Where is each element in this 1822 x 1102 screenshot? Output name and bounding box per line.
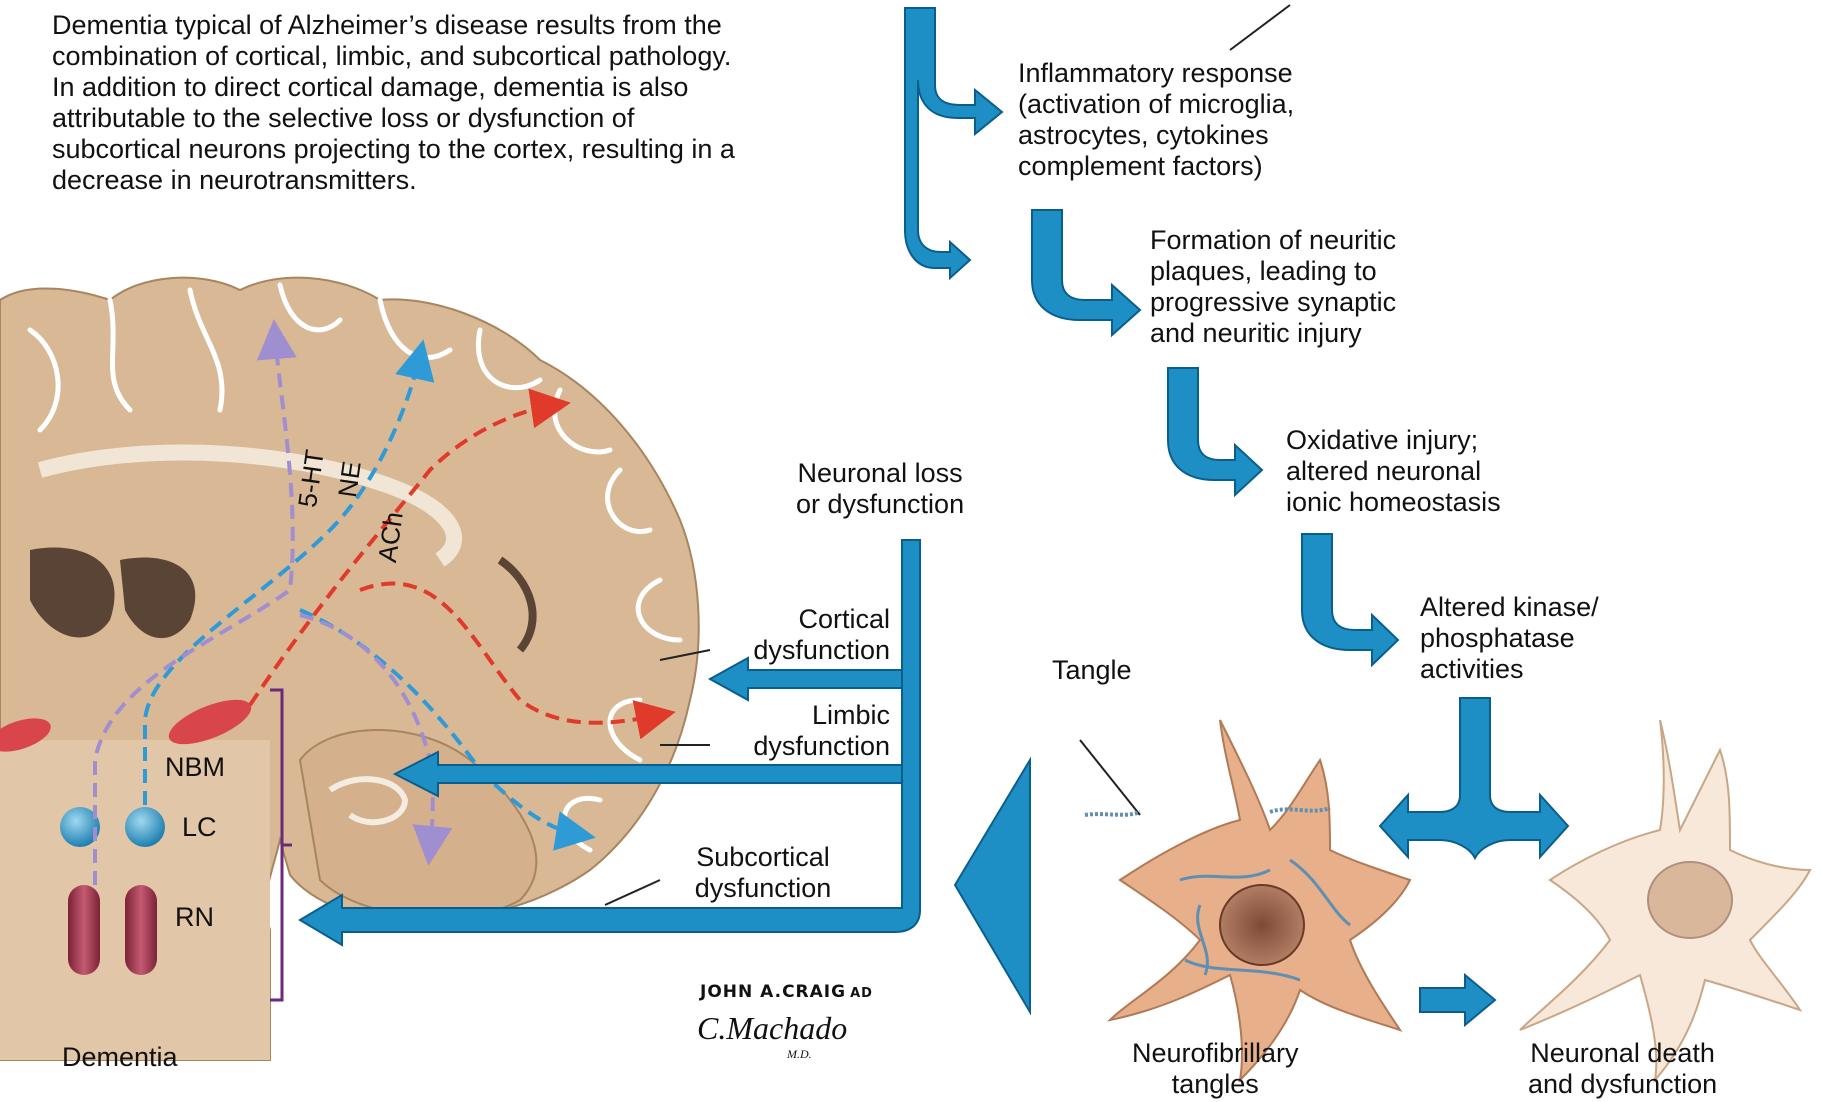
cortical-dysfunction-label: Cortical dysfunction (712, 604, 890, 666)
kinase-phosphatase-label: Altered kinase/ phosphatase activities (1420, 592, 1599, 685)
signature-craig-name: JOHN A.CRAIG (700, 982, 846, 1002)
tangle-neuron-nucleus (1220, 885, 1304, 965)
rn-nucleus-right (125, 885, 157, 975)
plaques-arrow (1032, 210, 1140, 335)
nbm-label: NBM (165, 752, 225, 783)
subcortical-dysfunction-label: Subcortical dysfunction (672, 842, 854, 904)
dementia-label: Dementia (62, 1042, 178, 1073)
inflammatory-response-label: Inflammatory response (activation of mic… (1018, 58, 1294, 182)
rn-label: RN (175, 902, 214, 933)
neuritic-plaques-label: Formation of neuritic plaques, leading t… (1150, 225, 1396, 349)
neurofibrillary-tangles-label: Neurofibrillary tangles (1132, 1038, 1299, 1100)
intro-line-2: In addition to direct cortical damage, d… (52, 72, 742, 196)
tangle-neuron-illustration (1085, 720, 1410, 1080)
kinase-arrow (1302, 534, 1398, 665)
signature-md: M.D. (787, 1047, 812, 1062)
neuronal-loss-label: Neuronal loss or dysfunction (796, 458, 964, 520)
rn-nucleus-left (68, 885, 100, 975)
brain-section-illustration (0, 278, 699, 1060)
death-arrow (1420, 975, 1495, 1025)
intro-line-1: Dementia typical of Alzheimer’s disease … (52, 10, 742, 72)
signature-craig: JOHN A.CRAIG AD (700, 982, 873, 1002)
dead-neuron-illustration (1520, 720, 1810, 1080)
lc-nucleus-right (125, 807, 165, 847)
neuronal-death-label: Neuronal death and dysfunction (1528, 1038, 1717, 1100)
signature-craig-suffix: AD (850, 986, 873, 1001)
dead-neuron-nucleus (1648, 862, 1732, 938)
signature-machado: C.Machado (697, 1010, 847, 1047)
limbic-dysfunction-label: Limbic dysfunction (712, 700, 890, 762)
tangle-label: Tangle (1052, 655, 1132, 686)
intro-paragraph: Dementia typical of Alzheimer’s disease … (52, 10, 742, 196)
split-arrow (1380, 698, 1568, 858)
oxidative-injury-label: Oxidative injury; altered neuronal ionic… (1286, 425, 1501, 518)
oxidative-arrow (1168, 368, 1262, 495)
ne-label: NE (332, 459, 368, 499)
trunk-arrow (905, 8, 1002, 278)
lc-label: LC (182, 812, 217, 843)
large-left-arrow (955, 760, 1030, 1012)
